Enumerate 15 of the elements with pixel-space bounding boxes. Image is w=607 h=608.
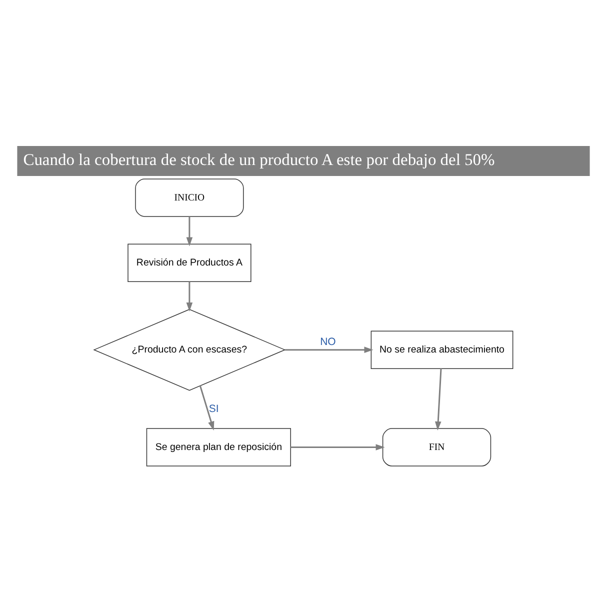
arrow — [199, 385, 214, 430]
edge-label: SI — [208, 404, 219, 415]
node-box: Revisión de Productos A — [128, 243, 252, 282]
edge-label: NO — [320, 336, 336, 348]
diagram-title: Cuando la cobertura de stock de un producto A este por debajo del 50% — [23, 150, 495, 169]
arrow — [186, 216, 193, 246]
arrow — [186, 281, 193, 311]
node-box: FIN — [382, 428, 492, 466]
node-box: No se realiza abastecimiento — [370, 330, 514, 368]
arrow — [434, 368, 442, 430]
arrow — [290, 444, 385, 450]
arrow — [284, 346, 374, 352]
node-box: Se genera plan de reposición — [146, 428, 291, 466]
node-diamond: ¿Producto A con escases? — [93, 308, 286, 390]
node-box: INICIO — [135, 178, 244, 216]
